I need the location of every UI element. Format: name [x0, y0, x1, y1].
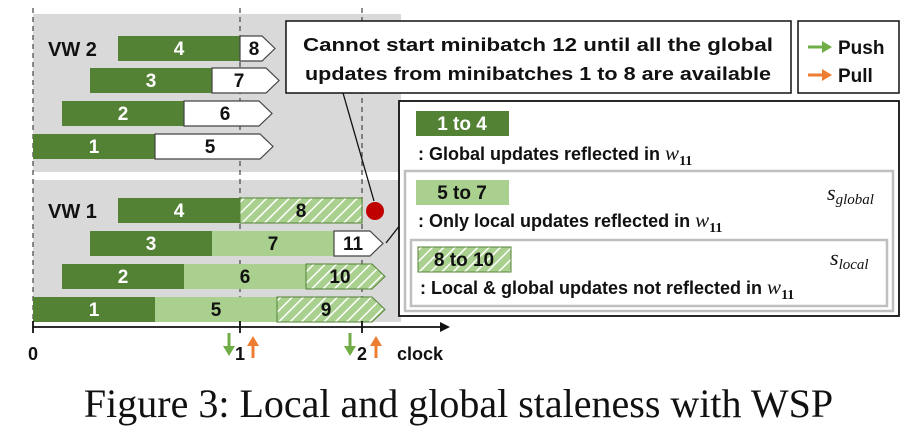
push-pull-legend	[797, 20, 900, 94]
vw1-bar-6-label: 6	[240, 267, 251, 288]
legend-swatch-1-to-4-label: 1 to 4	[437, 114, 487, 135]
legend-swatch-1-to-4	[416, 111, 509, 136]
legend-inner-box-global	[403, 169, 895, 313]
vw2-bar-2	[62, 101, 184, 126]
vw2-bar-6-label: 6	[220, 104, 231, 125]
vw1-label: VW 1	[48, 201, 97, 223]
push-arrow-2	[344, 333, 356, 356]
pull-legend-label: Pull	[838, 66, 873, 87]
legend-tag-s-global: sglobal	[827, 180, 874, 208]
legend-tag-s-local: slocal	[830, 245, 869, 273]
vw1-bar-10-label: 10	[329, 267, 350, 288]
staleness-legend-box	[398, 100, 900, 317]
axis-tick-label-2: 2	[357, 344, 367, 364]
callout-box	[285, 20, 792, 94]
vw2-row-1: 1 5	[33, 133, 274, 160]
vw1-bar-3	[90, 231, 212, 256]
vw1-bar-2-label: 2	[118, 267, 129, 288]
callout-pointer	[342, 92, 375, 202]
vw1-bar-5	[155, 297, 277, 322]
vw1-bar-7-label: 7	[268, 234, 279, 255]
push-legend-arrow-icon	[808, 41, 832, 53]
vw1-bar-8	[239, 197, 363, 224]
legend-swatch-5-to-7-label: 5 to 7	[437, 183, 487, 204]
blocked-minibatch-dot	[366, 202, 384, 220]
vw1-row-1: 1 5 9	[33, 296, 386, 323]
vw2-bar-8-label: 8	[249, 39, 260, 60]
vw1-bar-4-label: 4	[174, 201, 185, 222]
vw2-row-2: 2 6	[62, 100, 273, 127]
vw1-bar-6	[184, 264, 306, 289]
vw2-bar-7	[211, 67, 280, 94]
vw1-bar-4	[118, 198, 240, 223]
push-arrow-1	[223, 333, 235, 356]
callout-line-2: updates from minibatches 1 to 8 are avai…	[305, 63, 771, 84]
vw1-row-2: 2 6 10	[62, 263, 386, 290]
vw2-bar-4	[118, 36, 240, 61]
legend-item-local-only: 5 to 7 sglobal : Only local updates refl…	[416, 180, 874, 236]
legend-swatch-8-to-10-label: 8 to 10	[434, 250, 494, 271]
time-axis-arrowhead	[440, 322, 450, 332]
axis-label-clock: clock	[397, 344, 444, 364]
vw2-bar-7-label: 7	[234, 71, 245, 92]
vw2-bar-8	[239, 35, 276, 62]
vw2-bar-3	[90, 68, 212, 93]
vw1-bar-3-label: 3	[146, 234, 157, 255]
legend-swatch-5-to-7	[416, 180, 509, 205]
legend-text-not-reflected: : Local & global updates not reflected i…	[420, 275, 794, 303]
vw1-bar-10	[305, 263, 386, 290]
pull-arrow-2	[370, 336, 382, 358]
legend-item-not-reflected: 8 to 10 slocal : Local & global updates …	[417, 245, 869, 303]
vw2-bar-2-label: 2	[118, 104, 129, 125]
vw1-bar-11	[333, 230, 384, 257]
push-legend-label: Push	[838, 38, 884, 59]
vw1-bar-9-label: 9	[321, 300, 332, 321]
vw1-bar-7	[212, 231, 334, 256]
vw2-bar-1-label: 1	[89, 137, 100, 158]
axis-tick-label-1: 1	[235, 344, 245, 364]
legend-inner-box-local	[409, 238, 889, 308]
vw2-bar-3-label: 3	[146, 71, 157, 92]
vw1-row-3: 3 7 11	[90, 230, 384, 257]
figure-caption: Figure 3: Local and global staleness wit…	[83, 381, 834, 426]
vw1-bar-1-label: 1	[89, 300, 100, 321]
axis-tick-label-0: 0	[28, 344, 38, 364]
vw2-bar-6	[183, 100, 273, 127]
vw2-bar-5	[154, 133, 274, 160]
vw1-bar-9	[276, 296, 386, 323]
vw2-label: VW 2	[48, 39, 97, 61]
vw2-row-4: 4 8	[118, 35, 276, 62]
pull-legend-arrow-icon	[808, 69, 832, 81]
callout-line-1: Cannot start minibatch 12 until all the …	[303, 34, 773, 55]
vw1-bar-11-label: 11	[343, 234, 364, 255]
vw1-bar-5-label: 5	[211, 300, 222, 321]
legend-swatch-8-to-10	[417, 246, 512, 273]
legend-text-local-only: : Only local updates reflected in w11	[418, 208, 722, 236]
vw2-bar-1	[33, 134, 155, 159]
vw1-bar-1	[33, 297, 155, 322]
vw1-row-4: 4 8	[118, 197, 384, 224]
pull-arrow-1	[247, 336, 259, 358]
vw2-bar-5-label: 5	[205, 137, 216, 158]
vw1-bar-2	[62, 264, 184, 289]
legend-text-global: : Global updates reflected in w11	[418, 141, 692, 169]
vw2-row-3: 3 7	[90, 67, 280, 94]
legend-item-global: 1 to 4 : Global updates reflected in w11	[416, 111, 692, 169]
vw1-bar-8-label: 8	[296, 201, 307, 222]
vw2-bar-4-label: 4	[174, 39, 185, 60]
